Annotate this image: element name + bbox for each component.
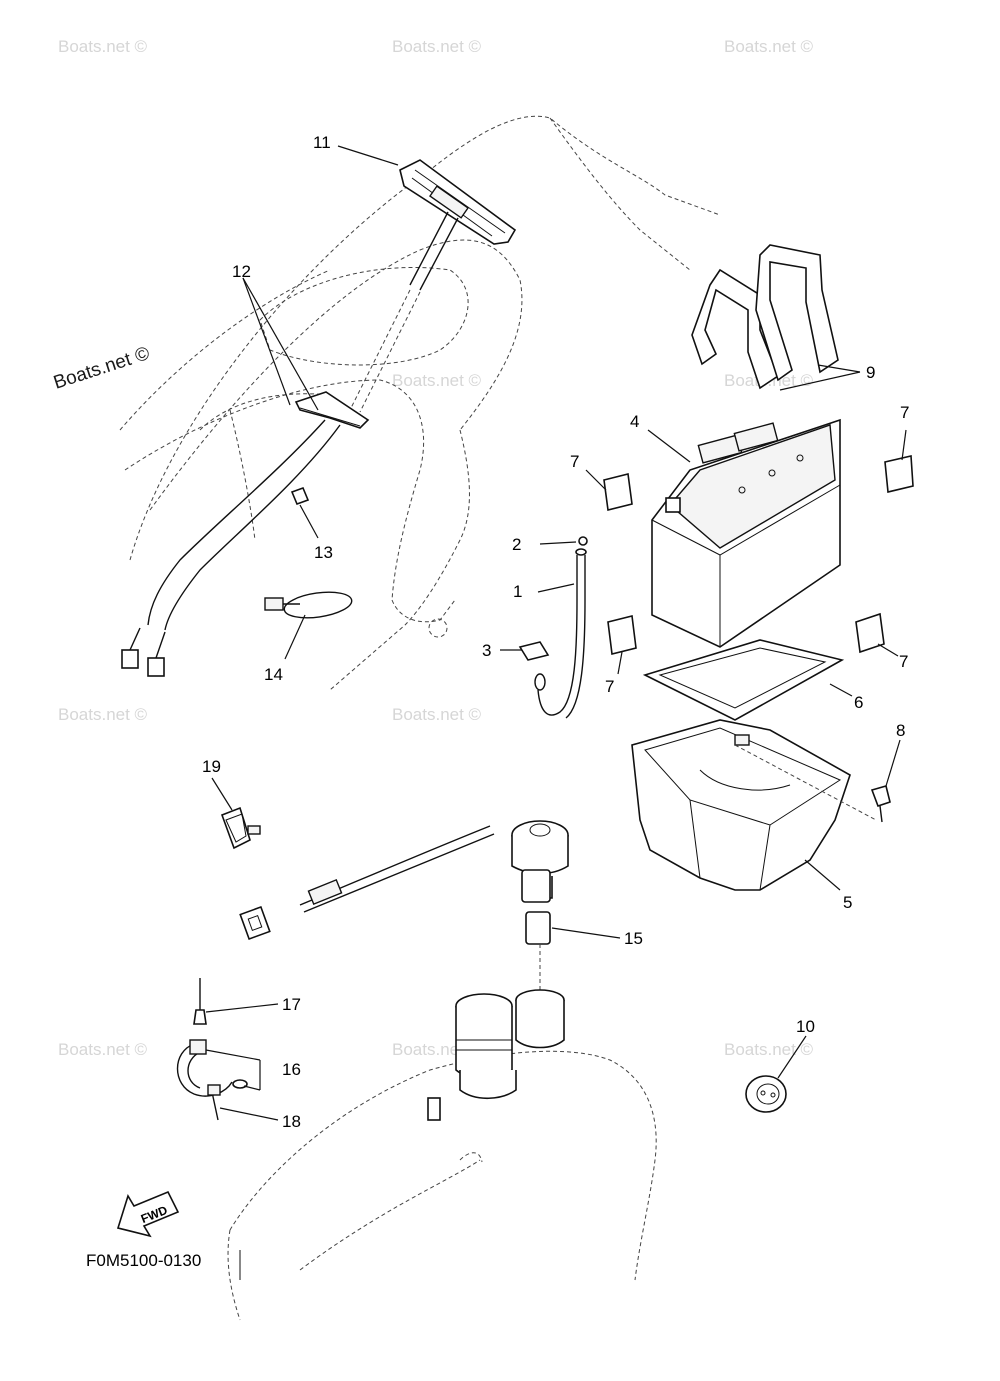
watermark: Boats.net © <box>392 37 482 56</box>
callouts: 11 12 13 14 4 9 7 7 7 7 2 1 3 6 8 5 15 1… <box>202 133 909 1131</box>
part-7-labels <box>603 455 914 655</box>
part-15-sender <box>239 820 569 1000</box>
harness-lines <box>121 419 341 677</box>
part-6-pad <box>642 639 845 721</box>
watermark: Boats.net © <box>392 705 482 724</box>
part-19-clamp <box>220 806 261 850</box>
callout-6: 6 <box>854 693 863 712</box>
part-9-battery-bands <box>691 244 839 390</box>
part-14-cable-tie <box>264 591 353 619</box>
callout-8: 8 <box>896 721 905 740</box>
part-16-clamp <box>177 1039 248 1097</box>
callout-4: 4 <box>630 412 639 431</box>
callout-7: 7 <box>900 403 909 422</box>
part-17-rivet <box>193 978 207 1025</box>
watermark: Boats.net © <box>392 371 482 390</box>
connector <box>147 657 165 677</box>
callout-11: 11 <box>313 133 331 152</box>
part-4-battery <box>651 418 841 648</box>
callout-13: 13 <box>314 543 333 562</box>
callout-3: 3 <box>482 641 491 660</box>
watermark-layer: Boats.net © Boats.net © Boats.net © Boat… <box>51 37 813 1059</box>
callout-10: 10 <box>796 1017 815 1036</box>
part-11-handle <box>349 159 517 413</box>
watermark: Boats.net © <box>58 705 148 724</box>
part-8-bolt <box>870 785 891 823</box>
callout-16: 16 <box>282 1060 301 1079</box>
fwd-arrow-icon: FWD <box>116 1190 180 1238</box>
watermark: Boats.net © <box>724 37 814 56</box>
callout-18: 18 <box>282 1112 301 1131</box>
part-13-clamp <box>290 486 310 506</box>
watermark: Boats.net © <box>58 37 148 56</box>
callout-19: 19 <box>202 757 221 776</box>
callout-14: 14 <box>264 665 283 684</box>
leader-lines <box>205 145 907 1121</box>
part-1-vent-hose <box>537 548 587 719</box>
callout-1: 1 <box>513 582 522 601</box>
callout-7: 7 <box>605 677 614 696</box>
watermark: Boats.net © <box>724 1040 814 1059</box>
callout-7: 7 <box>570 452 579 471</box>
part-10-grommet <box>745 1075 787 1113</box>
hull-outline <box>119 115 721 691</box>
callout-17: 17 <box>282 995 301 1014</box>
fuel-tank <box>227 989 657 1321</box>
drawing-code: F0M5100-0130 <box>86 1251 201 1270</box>
part-3-hose-clip <box>518 641 550 691</box>
callout-7: 7 <box>899 652 908 671</box>
callout-5: 5 <box>843 893 852 912</box>
watermark: Boats.net © <box>58 1040 148 1059</box>
part-2-cap <box>578 536 588 546</box>
callout-2: 2 <box>512 535 521 554</box>
callout-9: 9 <box>866 363 875 382</box>
part-12-plate <box>294 391 370 429</box>
connector <box>121 649 139 669</box>
part-5-battery-box <box>631 719 877 891</box>
callout-15: 15 <box>624 929 643 948</box>
callout-12: 12 <box>232 262 251 281</box>
part-18-cable-tie <box>207 1084 221 1121</box>
watermark-prominent: Boats.net © <box>51 343 152 394</box>
